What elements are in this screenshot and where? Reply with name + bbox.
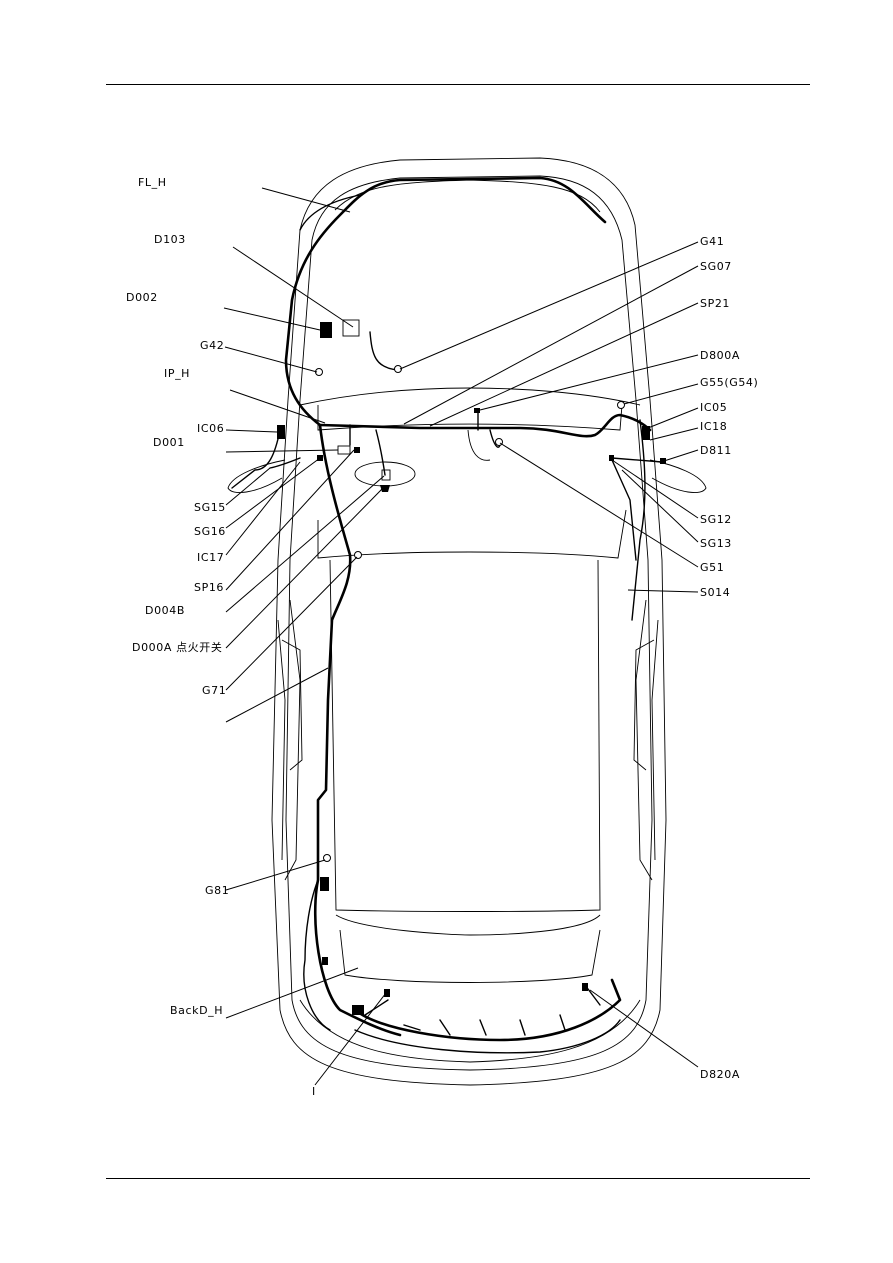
header-rule	[106, 84, 810, 85]
label-g81: G81	[205, 884, 229, 897]
label-fl-h: FL_H	[138, 176, 167, 189]
label-g41: G41	[700, 235, 724, 248]
connector-rear-left	[320, 877, 329, 891]
label-g42: G42	[200, 339, 224, 352]
label-sg16: SG16	[194, 525, 226, 538]
label-backd-h: BackD_H	[170, 1004, 223, 1017]
connector-d811	[660, 458, 666, 464]
label-sg12: SG12	[700, 513, 732, 526]
ground-g55	[617, 401, 625, 409]
connector-d002	[320, 322, 332, 338]
label-d004b: D004B	[145, 604, 185, 617]
label-ic06: IC06	[197, 422, 224, 435]
connector-s014	[474, 408, 480, 413]
connector-sp16	[354, 447, 360, 453]
connector-rear-main	[352, 1005, 364, 1015]
footer-rule	[106, 1178, 810, 1179]
label-sg07: SG07	[700, 260, 732, 273]
label-g51: G51	[700, 561, 724, 574]
connector-ic05	[642, 426, 650, 440]
label-d000a: D000A 点火开关	[132, 640, 223, 654]
label-d811: D811	[700, 444, 732, 457]
label-sp21: SP21	[700, 297, 730, 310]
label-g71: G71	[202, 684, 226, 697]
label-ic05: IC05	[700, 401, 727, 414]
car-body-outline	[227, 157, 707, 1086]
connector-d000a	[380, 485, 390, 492]
label-g55: G55(G54)	[700, 376, 758, 389]
label-d820a: D820A	[700, 1068, 740, 1081]
ground-g81	[323, 854, 331, 862]
label-sg13: SG13	[700, 537, 732, 550]
wiring-harness	[231, 176, 663, 1054]
label-d002: D002	[126, 291, 158, 304]
label-s014: S014	[700, 586, 730, 599]
label-ic17: IC17	[197, 551, 224, 564]
components	[277, 319, 666, 1015]
label-d001: D001	[153, 436, 185, 449]
label-ic18: IC18	[700, 420, 727, 433]
connector-d004b	[381, 469, 391, 481]
leader-lines	[223, 187, 699, 1086]
ground-g41	[394, 365, 402, 373]
connector-backd-left	[322, 957, 328, 965]
label-d103: D103	[154, 233, 186, 246]
label-d800a: D800A	[700, 349, 740, 362]
label-i: I	[312, 1085, 316, 1098]
connector-ic06	[277, 425, 285, 439]
label-sg15: SG15	[194, 501, 226, 514]
labels: FL_H D103 D002 G42 IP_H IC06 D001 SG15 S…	[126, 176, 758, 1098]
label-ip-h: IP_H	[164, 367, 190, 380]
connector-ic18	[609, 455, 614, 461]
connector-rear-i	[384, 989, 390, 997]
connector-d001	[337, 445, 351, 455]
ground-g71	[354, 551, 362, 559]
connector-d103	[342, 319, 360, 337]
label-sp16: SP16	[194, 581, 224, 594]
connector-d820a	[582, 983, 588, 991]
